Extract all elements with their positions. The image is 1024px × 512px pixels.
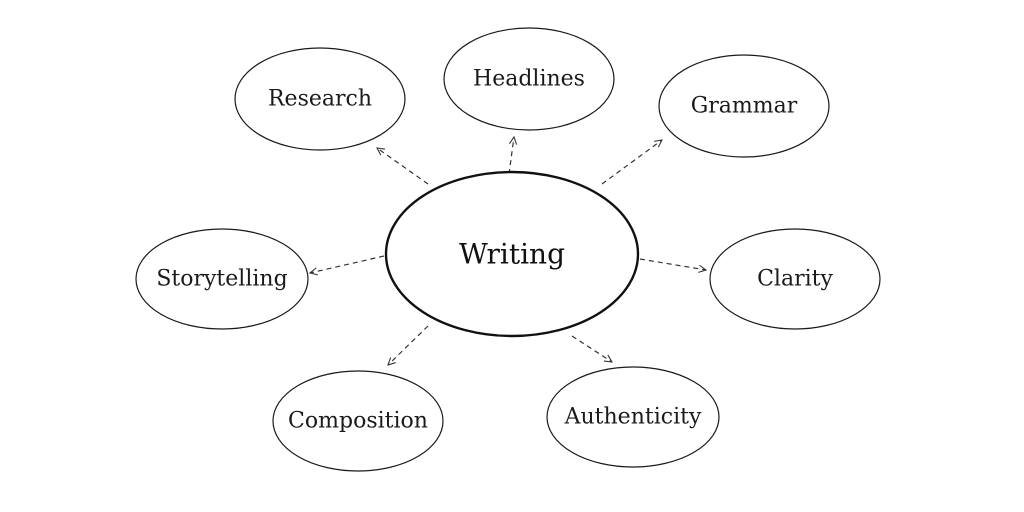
node-clarity: Clarity [709, 228, 881, 330]
center-node-label: Writing [459, 238, 565, 271]
connector-clarity [639, 258, 706, 270]
node-headlines-shape [443, 27, 615, 131]
node-clarity-label: Clarity [757, 267, 833, 292]
connector-grammar [601, 140, 662, 185]
center-node-shape [384, 170, 640, 338]
center-node: Writing [384, 170, 640, 338]
node-research-shape [234, 47, 406, 151]
node-authenticity: Authenticity [546, 366, 720, 468]
node-headlines: Headlines [443, 27, 615, 131]
node-storytelling-label: Storytelling [156, 267, 287, 292]
connectors [310, 137, 706, 365]
node-research-label: Research [268, 87, 372, 112]
node-authenticity-label: Authenticity [564, 405, 702, 430]
node-research: Research [234, 47, 406, 151]
node-clarity-shape [709, 228, 881, 330]
node-composition-shape [272, 370, 444, 472]
node-grammar-shape [658, 54, 830, 158]
connector-authenticity [571, 335, 612, 362]
node-authenticity-shape [546, 366, 720, 468]
node-storytelling: Storytelling [135, 228, 309, 330]
connector-composition [388, 325, 429, 365]
connector-headlines [508, 137, 514, 175]
node-storytelling-shape [135, 228, 309, 330]
connector-storytelling [310, 255, 385, 273]
node-grammar-label: Grammar [691, 94, 798, 119]
connector-research [377, 148, 429, 185]
node-composition-label: Composition [288, 409, 428, 434]
node-headlines-label: Headlines [473, 67, 585, 92]
node-grammar: Grammar [658, 54, 830, 158]
node-composition: Composition [272, 370, 444, 472]
